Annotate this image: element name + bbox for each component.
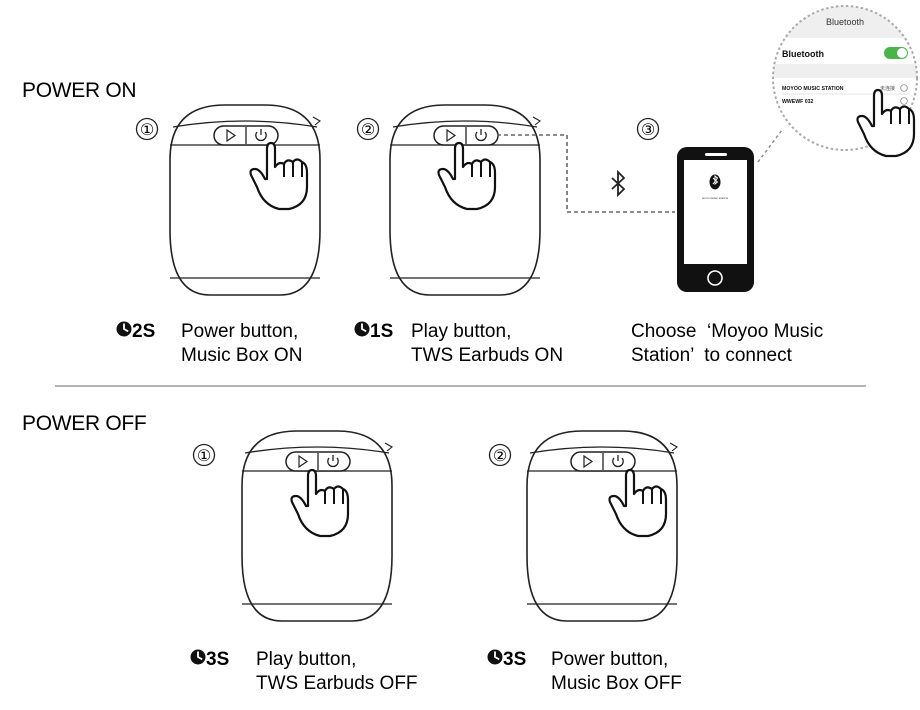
step-number-3: ③ [641, 122, 655, 139]
step-caption-line2: Station’ to connect [631, 345, 793, 366]
phone-illustration: MOYOO MUSIC STATION [677, 147, 754, 292]
step-number-2: ② [493, 448, 507, 465]
duration-label: 3S [206, 649, 229, 670]
step-number-1: ① [197, 448, 211, 465]
info-icon[interactable] [900, 84, 908, 92]
step-caption-line1: Play button, [256, 649, 356, 670]
bluetooth-icon [611, 169, 626, 198]
phone-screen-brand: MOYOO MUSIC STATION [702, 197, 728, 200]
timer-icon [189, 648, 207, 666]
bluetooth-panel-header: Bluetooth [826, 17, 864, 27]
bluetooth-toggle-label: Bluetooth [782, 49, 824, 59]
timer-icon [353, 320, 371, 338]
step-caption-line2: TWS Earbuds ON [411, 345, 563, 366]
step-caption-line2: TWS Earbuds OFF [256, 673, 418, 694]
step-1-marker: ① [135, 117, 159, 141]
step-caption-line1: Play button, [411, 321, 511, 342]
duration-label: 1S [370, 321, 393, 342]
section-title-power-on: POWER ON [22, 79, 136, 102]
duration-label: 3S [503, 649, 526, 670]
info-icon[interactable] [900, 97, 908, 105]
step-number-2: ② [361, 122, 375, 139]
timer-icon [115, 320, 133, 338]
step-1-marker: ① [192, 443, 216, 467]
timer-icon [486, 648, 504, 666]
step-caption-line1: Power button, [551, 649, 668, 670]
device-status-text: 未连接 [880, 85, 895, 92]
step-caption-line1: Power button, [181, 321, 298, 342]
step-caption-line1: Choose ‘Moyoo Music [631, 321, 823, 342]
step-3-marker: ③ [636, 117, 660, 141]
section-title-power-off: POWER OFF [22, 412, 146, 435]
bluetooth-device-wwewf[interactable]: WWEWF 032 [782, 99, 814, 105]
bluetooth-device-moyoo[interactable]: MOYOO MUSIC STATION [782, 86, 844, 92]
bluetooth-connection-line [497, 134, 675, 213]
step-2-marker: ② [356, 117, 380, 141]
step-caption-line2: Music Box OFF [551, 673, 682, 694]
step-number-1: ① [140, 122, 154, 139]
step-caption-line2: Music Box ON [181, 345, 302, 366]
duration-label: 2S [132, 321, 155, 342]
step-2-marker: ② [488, 443, 512, 467]
